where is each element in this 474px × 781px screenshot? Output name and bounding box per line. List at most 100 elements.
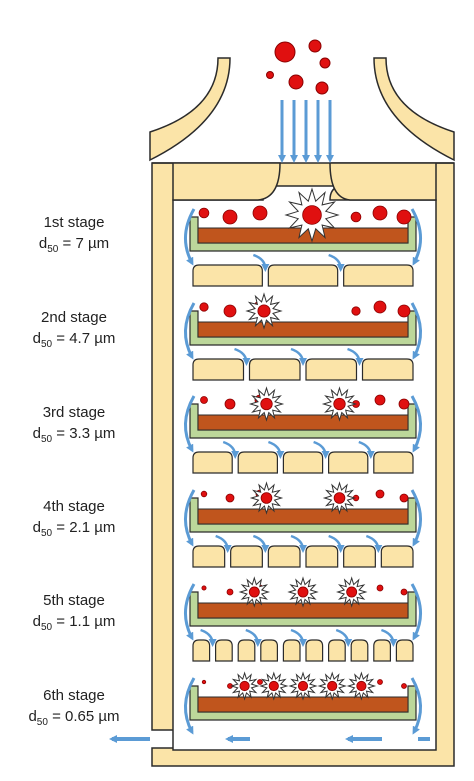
nozzle-block xyxy=(361,358,414,381)
nozzle-block xyxy=(267,545,301,568)
flow-arrow xyxy=(410,677,422,735)
deposit-layer xyxy=(197,508,409,525)
flow-arrow xyxy=(267,440,285,459)
impacting-particle xyxy=(239,680,250,692)
stage-cutoff: d50 = 2.1 µm xyxy=(0,517,148,539)
particle xyxy=(224,398,236,410)
nozzle-block xyxy=(343,264,414,287)
flow-arrow xyxy=(222,440,240,459)
nozzle-block xyxy=(215,639,233,662)
cutoff-value: = 3.3 µm xyxy=(52,425,116,442)
flow-arrow xyxy=(365,534,383,553)
cutoff-value: = 0.65 µm xyxy=(47,708,120,725)
flow-arrow xyxy=(245,628,262,647)
cutoff-value: = 4.7 µm xyxy=(52,330,116,347)
particle xyxy=(401,683,407,689)
impacting-particle xyxy=(327,680,338,692)
flow-arrow xyxy=(328,534,345,553)
stage-group xyxy=(184,481,422,568)
particle xyxy=(257,679,263,685)
particle xyxy=(200,396,208,404)
nozzle-block xyxy=(192,545,226,568)
flow-arrow xyxy=(328,253,345,272)
cutoff-subscript: 50 xyxy=(40,622,53,633)
deposit-layer xyxy=(197,321,409,338)
collection-tray xyxy=(189,591,417,627)
particle xyxy=(375,489,385,499)
impacting-particle xyxy=(297,680,309,692)
cutoff-subscript: 50 xyxy=(47,244,59,255)
nozzle-block xyxy=(373,451,414,474)
nozzle-block xyxy=(192,639,211,662)
particle xyxy=(350,211,362,223)
nozzle-block xyxy=(328,451,369,474)
stage-cutoff: d50 = 3.3 µm xyxy=(0,423,148,445)
flow-arrow xyxy=(410,395,422,453)
cutoff-symbol: d xyxy=(28,708,37,725)
particle xyxy=(396,209,412,225)
nozzle-block xyxy=(192,358,245,381)
stage-label: 3rd stage d50 = 3.3 µm xyxy=(0,402,148,445)
flow-arrow xyxy=(410,583,422,641)
nozzle-block xyxy=(192,451,233,474)
nozzle-block xyxy=(305,639,324,662)
flow-arrow xyxy=(184,489,196,547)
nozzle-block xyxy=(230,545,263,568)
flow-arrow xyxy=(290,534,307,553)
flow-arrow xyxy=(358,440,375,459)
stage-name: 2nd stage xyxy=(41,309,107,326)
nozzle-block xyxy=(282,639,301,662)
impacting-particle xyxy=(297,586,309,598)
stage-group xyxy=(184,386,422,474)
nozzle-block xyxy=(282,451,324,474)
cutoff-subscript: 50 xyxy=(36,717,48,728)
particle xyxy=(223,304,237,318)
particle xyxy=(222,209,238,225)
stage-cutoff: d50 = 7 µm xyxy=(0,233,148,255)
deposit-layer xyxy=(197,414,409,431)
impacting-particle xyxy=(333,397,346,411)
nozzle-block xyxy=(248,358,301,381)
particle xyxy=(398,398,410,410)
collection-tray xyxy=(189,685,417,721)
incoming-particles xyxy=(266,39,331,95)
particle xyxy=(201,679,207,685)
nozzle-block xyxy=(260,639,278,662)
impacting-particle xyxy=(356,680,367,692)
inlet-flow xyxy=(278,100,334,163)
stage-label: 1st stage d50 = 7 µm xyxy=(0,212,148,255)
flow-arrow xyxy=(347,347,364,366)
stage-name: 6th stage xyxy=(43,687,105,704)
nozzle-block xyxy=(380,545,414,568)
impacting-particle xyxy=(248,586,260,598)
nozzle-block xyxy=(343,545,376,568)
stage-label: 6th stage d50 = 0.65 µm xyxy=(0,685,148,728)
stage-name: 3rd stage xyxy=(42,404,106,421)
particle xyxy=(351,306,361,316)
stage-cutoff: d50 = 4.7 µm xyxy=(0,328,148,350)
cutoff-value: = 1.1 µm xyxy=(52,613,116,630)
flow-arrow xyxy=(200,628,217,647)
particle xyxy=(226,588,234,596)
cutoff-symbol: d xyxy=(32,519,41,536)
flow-arrow xyxy=(410,208,422,266)
flow-arrow xyxy=(234,347,251,366)
flow-arrow xyxy=(410,302,422,360)
stage-group xyxy=(184,671,422,735)
flow-arrow xyxy=(335,628,353,647)
nozzle-block xyxy=(237,639,256,662)
nozzle-block xyxy=(305,358,358,381)
cutoff-symbol: d xyxy=(38,235,48,252)
flow-arrow xyxy=(290,628,307,647)
nozzle-block xyxy=(237,451,278,474)
nozzle-block xyxy=(305,545,339,568)
impacting-particle xyxy=(260,397,273,411)
impacting-particle xyxy=(346,586,358,598)
stages-layer xyxy=(184,187,422,735)
inlet-cone xyxy=(149,57,455,162)
nozzle-block xyxy=(192,264,263,287)
particle xyxy=(377,679,383,685)
stage-name: 1st stage xyxy=(43,214,105,231)
